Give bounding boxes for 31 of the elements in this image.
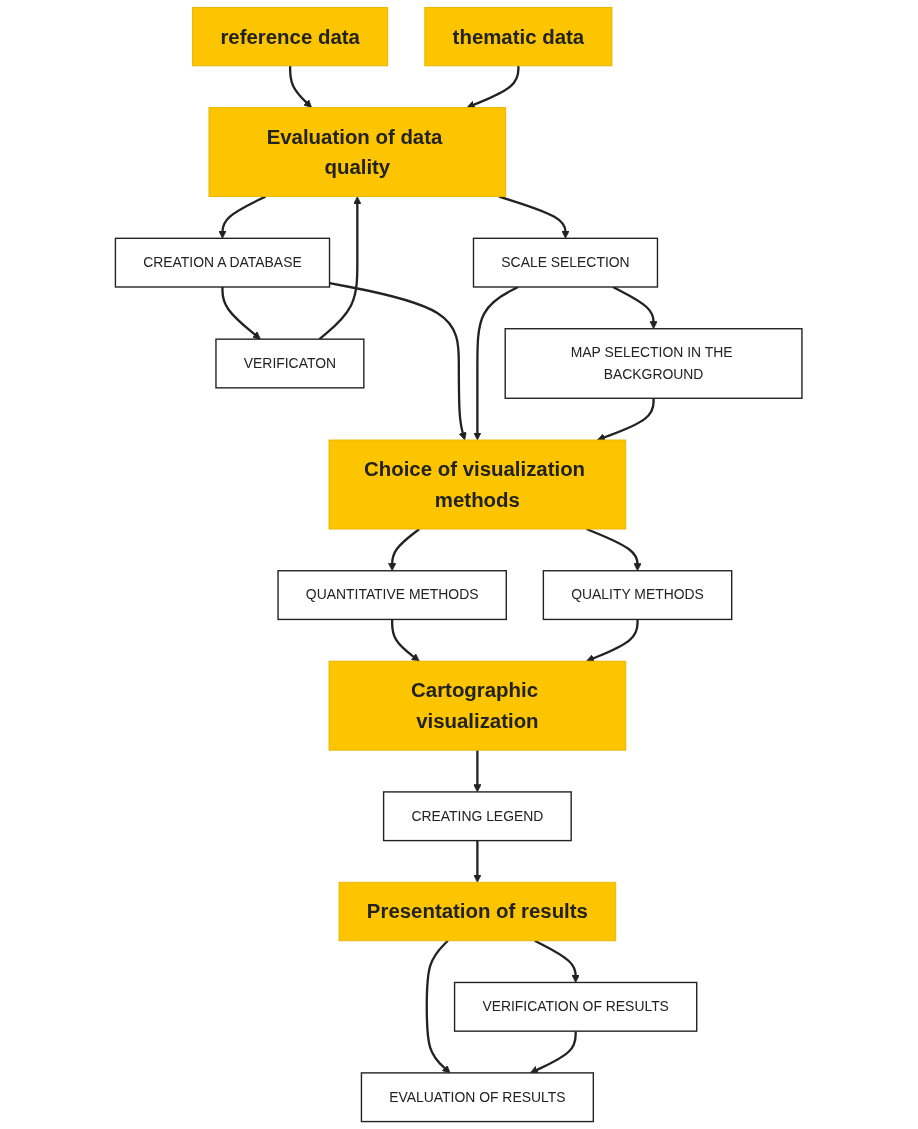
node-box: Evaluation of data quality — [208, 107, 507, 198]
node-box: thematic data — [424, 6, 613, 67]
node-box: MAP SELECTION IN THE BACKGROUND — [504, 328, 803, 399]
node-box: QUALITY METHODS — [543, 570, 733, 621]
node-box: CREATING LEGEND — [383, 791, 573, 842]
arrow — [289, 65, 313, 108]
arrow — [586, 619, 639, 663]
arrow — [530, 1031, 578, 1074]
arrow — [466, 65, 520, 109]
arrow — [473, 840, 482, 883]
node-box: CREATION A DATABASE — [115, 237, 331, 288]
arrow — [597, 398, 656, 442]
arrow — [388, 528, 421, 572]
arrow — [318, 196, 362, 341]
arrow — [329, 282, 467, 441]
node-box: Cartographic visualization — [328, 660, 627, 751]
node-box: VERIFICATON — [215, 338, 365, 389]
arrow — [391, 619, 421, 662]
node-box: Choice of visualization methods — [328, 439, 627, 530]
node-box: Presentation of results — [338, 881, 617, 942]
arrow — [499, 195, 570, 239]
node-box: QUANTITATIVE METHODS — [277, 570, 508, 621]
arrow — [534, 939, 581, 983]
arrow — [218, 195, 267, 239]
node-box: EVALUATION OF RESULTS — [361, 1072, 595, 1123]
node-box: SCALE SELECTION — [473, 237, 659, 288]
arrow — [221, 287, 262, 340]
arrow — [473, 750, 482, 793]
node-box: VERIFICATION OF RESULTS — [454, 981, 698, 1032]
arrow — [425, 939, 451, 1074]
node-box: reference data — [192, 6, 389, 67]
